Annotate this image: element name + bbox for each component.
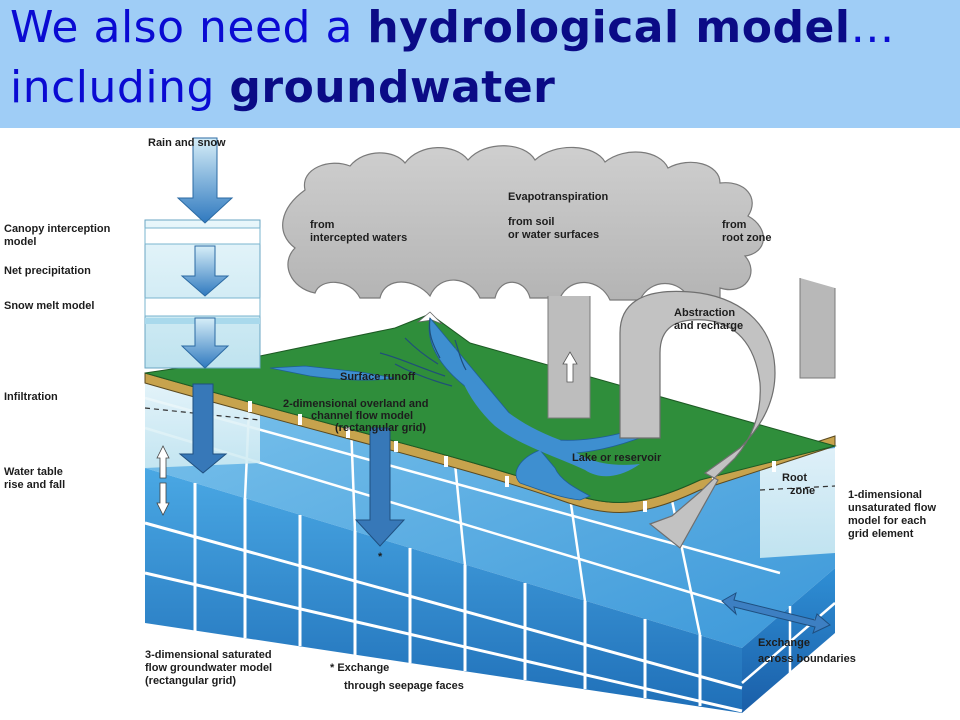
label-seep-2: through seepage faces (344, 680, 464, 692)
title-1-post: … (850, 2, 895, 53)
abstraction-recharge-arrow (619, 290, 776, 549)
label-abstraction-2: and recharge (674, 320, 743, 332)
label-star: * (378, 551, 383, 563)
title-1-pre: We also need a (10, 2, 368, 53)
label-surface-runoff: Surface runoff (340, 371, 416, 383)
label-net-precip: Net precipitation (4, 265, 91, 277)
label-overland-3: (rectangular grid) (335, 422, 426, 434)
title-2-pre: including (10, 62, 230, 113)
label-sat-3: (rectangular grid) (145, 675, 236, 687)
evapotranspiration-cloud (282, 145, 836, 419)
label-unsat-1: 1-dimensional (848, 489, 922, 501)
title-line-2: including groundwater (10, 62, 555, 113)
title-line-1: We also need a hydrological model… (10, 2, 895, 53)
label-root-zone-2: zone (790, 485, 815, 497)
surface-water (269, 317, 651, 501)
precipitation-column (144, 137, 261, 369)
label-canopy-2: model (4, 236, 36, 248)
label-unsat-2: unsaturated flow (848, 502, 936, 514)
label-infiltration: Infiltration (4, 391, 58, 403)
aquifer-front-grid (144, 483, 743, 713)
boundary-exchange-arrow (721, 591, 831, 634)
label-from-root-2: root zone (722, 232, 772, 244)
label-exchange-1: Exchange (758, 637, 810, 649)
hydrological-model-diagram: Rain and snow Canopy interception model … (4, 137, 936, 713)
title-1-bold: hydrological model (367, 2, 851, 53)
label-from-soil-1: from soil (508, 216, 554, 228)
diagram-labels: Rain and snow Canopy interception model … (4, 137, 936, 692)
label-water-table-1: Water table (4, 466, 63, 478)
infiltration-arrows (156, 383, 406, 547)
label-seep-1: * Exchange (330, 662, 389, 674)
label-abstraction-1: Abstraction (674, 307, 735, 319)
label-canopy-1: Canopy interception (4, 223, 111, 235)
label-unsat-4: grid element (848, 528, 914, 540)
label-from-root-1: from (722, 219, 747, 231)
label-snow-melt: Snow melt model (4, 300, 94, 312)
label-evapo: Evapotranspiration (508, 191, 609, 203)
label-lake: Lake or reservoir (572, 452, 662, 464)
label-overland-2: channel flow model (311, 410, 413, 422)
label-sat-1: 3-dimensional saturated (145, 649, 272, 661)
label-from-intercepted-2: intercepted waters (310, 232, 407, 244)
label-sat-2: flow groundwater model (145, 662, 272, 674)
title-2-bold: groundwater (229, 62, 556, 113)
label-rain-snow: Rain and snow (148, 137, 226, 149)
label-from-soil-2: or water surfaces (508, 229, 599, 241)
label-unsat-3: model for each (848, 515, 927, 527)
label-overland-1: 2-dimensional overland and (283, 398, 428, 410)
label-water-table-2: rise and fall (4, 479, 65, 491)
title-band: We also need a hydrological model… inclu… (0, 0, 960, 128)
label-from-intercepted-1: from (310, 219, 335, 231)
label-root-zone-1: Root (782, 472, 807, 484)
label-exchange-2: across boundaries (758, 653, 856, 665)
